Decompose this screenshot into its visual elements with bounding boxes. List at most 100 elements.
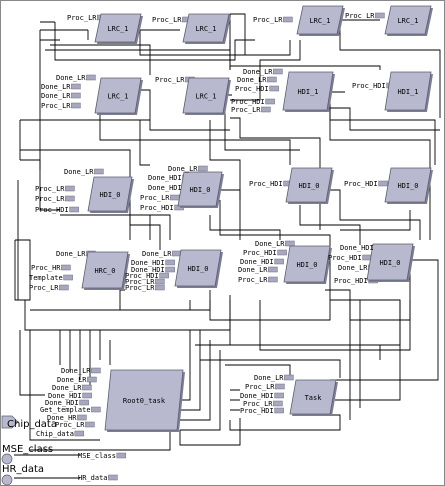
port-stub[interactable] — [82, 392, 92, 399]
port-stub[interactable] — [265, 98, 275, 105]
port-stub[interactable] — [116, 452, 127, 459]
block-hdi-0-8[interactable]: HDI_0 — [87, 176, 134, 213]
port-stub[interactable] — [274, 407, 284, 414]
port-label: Proc_LR — [125, 278, 155, 286]
port-stub[interactable] — [108, 474, 118, 481]
port-stub[interactable] — [283, 16, 293, 23]
port-label: Done_LR — [52, 384, 82, 392]
port-stub[interactable] — [273, 400, 283, 407]
block-lrc-1-3[interactable]: LRC_1 — [384, 5, 433, 36]
mse-class-output-connector[interactable] — [1, 453, 13, 465]
port-stub[interactable] — [261, 106, 271, 113]
port-stub[interactable] — [74, 430, 85, 437]
port-stub[interactable] — [87, 376, 97, 383]
port-stub[interactable] — [275, 383, 285, 390]
port-label: Proc_LR — [35, 185, 65, 193]
port-stub[interactable] — [273, 68, 283, 75]
port-stub-layer — [59, 12, 396, 481]
port-label: Done_LR — [56, 250, 86, 258]
port-stub[interactable] — [91, 367, 101, 374]
block-label: Task — [305, 394, 323, 402]
port-stub[interactable] — [285, 240, 295, 247]
block-lrc-1-2[interactable]: LRC_1 — [296, 5, 345, 36]
port-label: Done_HDI — [45, 399, 79, 407]
block-label: HDI_1 — [297, 88, 318, 96]
block-body — [283, 245, 331, 283]
port-stub[interactable] — [269, 85, 279, 92]
block-root0-task-16[interactable]: Root0_task — [104, 369, 185, 432]
port-stub[interactable] — [274, 392, 284, 399]
block-hdi-0-9[interactable]: HDI_0 — [177, 171, 224, 208]
block-label: HDI_0 — [397, 182, 418, 190]
port-stub[interactable] — [155, 284, 165, 291]
port-label: Done_LR — [238, 266, 268, 274]
port-stub[interactable] — [82, 384, 92, 391]
port-label: Proc_LR — [345, 12, 375, 20]
block-label: HRC_0 — [94, 267, 115, 275]
port-stub[interactable] — [268, 266, 278, 273]
port-stub[interactable] — [170, 194, 180, 201]
block-hdi-0-13[interactable]: HDI_0 — [174, 249, 223, 288]
port-stub[interactable] — [284, 374, 294, 381]
port-label: Proc_LR — [29, 284, 59, 292]
port-stub[interactable] — [159, 272, 169, 279]
port-label: Proc_LR — [231, 106, 261, 114]
port-stub[interactable] — [375, 12, 385, 19]
block-body — [384, 167, 432, 203]
block-lrc-1-4[interactable]: LRC_1 — [94, 77, 143, 115]
port-stub[interactable] — [86, 74, 96, 81]
port-stub[interactable] — [91, 406, 101, 413]
port-stub[interactable] — [61, 264, 71, 271]
port-stub[interactable] — [274, 258, 284, 265]
block-hdi-1-7[interactable]: HDI_1 — [384, 71, 433, 112]
port-label: Done_LR — [41, 83, 71, 91]
port-stub[interactable] — [79, 399, 89, 406]
port-label: Proc_LR — [155, 76, 185, 84]
port-label: Done_LR — [142, 250, 172, 258]
port-stub[interactable] — [69, 206, 79, 213]
block-label: LRC_1 — [309, 17, 330, 25]
port-stub[interactable] — [165, 259, 175, 266]
block-body — [177, 171, 223, 207]
port-label: MSE_class — [78, 452, 116, 460]
port-stub[interactable] — [85, 421, 95, 428]
port-stub[interactable] — [165, 266, 175, 273]
block-lrc-1-1[interactable]: LRC_1 — [182, 13, 231, 44]
port-stub[interactable] — [71, 92, 81, 99]
block-label: HDI_0 — [379, 259, 400, 267]
port-stub[interactable] — [268, 276, 278, 283]
port-stub[interactable] — [77, 414, 87, 421]
block-hdi-0-11[interactable]: HDI_0 — [384, 167, 433, 204]
port-stub[interactable] — [267, 76, 277, 83]
block-lrc-1-0[interactable]: LRC_1 — [94, 13, 143, 44]
hr-data-output-connector[interactable] — [1, 474, 13, 486]
block-lrc-1-5[interactable]: LRC_1 — [182, 77, 231, 115]
port-label: Proc_HDI — [352, 82, 386, 90]
block-body — [94, 13, 142, 43]
port-stub[interactable] — [65, 185, 75, 192]
port-label: HR_data — [78, 474, 108, 482]
block-hdi-0-15[interactable]: HDI_0 — [366, 243, 415, 282]
port-stub[interactable] — [63, 274, 73, 281]
port-label: Proc_LR — [41, 102, 71, 110]
chip-data-input-arrow[interactable] — [1, 415, 19, 429]
block-label: HDI_0 — [189, 186, 210, 194]
port-stub[interactable] — [71, 83, 81, 90]
port-label: Chip_data — [36, 430, 74, 438]
port-stub[interactable] — [378, 180, 388, 187]
block-hdi-1-6[interactable]: HDI_1 — [282, 71, 335, 112]
block-hrc-0-12[interactable]: HRC_0 — [81, 251, 130, 290]
port-stub[interactable] — [198, 165, 208, 172]
block-hdi-0-10[interactable]: HDI_0 — [285, 167, 334, 204]
port-label: Done_HDI — [340, 244, 374, 252]
port-stub[interactable] — [94, 168, 104, 175]
port-stub[interactable] — [155, 278, 165, 285]
port-label: Proc_LR — [238, 276, 268, 284]
port-stub[interactable] — [277, 249, 287, 256]
block-task-17[interactable]: Task — [289, 379, 338, 416]
block-body — [182, 77, 230, 114]
block-hdi-0-14[interactable]: HDI_0 — [283, 245, 332, 284]
port-stub[interactable] — [65, 195, 75, 202]
port-stub[interactable] — [71, 102, 81, 109]
port-stub[interactable] — [59, 284, 69, 291]
